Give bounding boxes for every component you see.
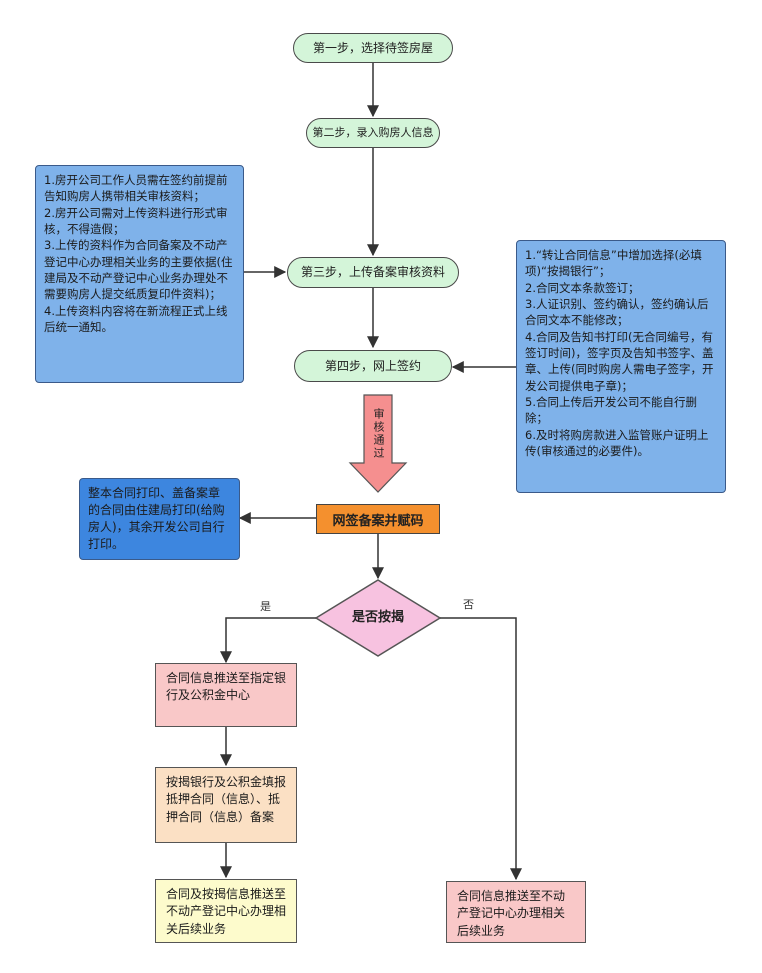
step2-node: 第二步，录入购房人信息	[306, 118, 440, 148]
decision-text: 是否按揭	[351, 610, 404, 626]
yes-label: 是	[260, 600, 271, 613]
review-big-arrow	[348, 394, 408, 493]
filing-box: 网签备案并赋码	[316, 504, 440, 534]
step1-label: 第一步，选择待签房屋	[312, 40, 433, 55]
step1-node: 第一步，选择待签房屋	[293, 33, 453, 63]
yes-final-box: 合同及按揭信息推送至不动产登记中心办理相关后续业务	[155, 879, 297, 943]
step4-label: 第四步，网上签约	[324, 358, 421, 373]
right-note: 1.“转让合同信息”中增加选择(必填项)“按揭银行”； 2.合同文本条款签订； …	[516, 240, 726, 493]
arrow-decision-yes	[220, 617, 316, 664]
print-note: 整本合同打印、盖备案章的合同由住建局打印(给购房人)，其余开发公司自行打印。	[79, 478, 240, 560]
review-arrow-label: 审核通过	[372, 408, 385, 460]
push-bank-box: 合同信息推送至指定银行及公积金中心	[155, 663, 297, 727]
arrow-decision-no	[440, 617, 522, 881]
step4-node: 第四步，网上签约	[294, 350, 452, 382]
no-label: 否	[463, 598, 474, 611]
no-final-box: 合同信息推送至不动产登记中心办理相关后续业务	[446, 881, 586, 943]
decision-diamond	[314, 579, 442, 657]
step3-label: 第三步，上传备案审核资料	[300, 265, 445, 280]
decision-label: 是否按揭	[330, 606, 426, 630]
step2-label: 第二步，录入购房人信息	[312, 125, 434, 139]
left-note: 1.房开公司工作人员需在签约前提前告知购房人携带相关审核资料； 2.房开公司需对…	[35, 165, 244, 383]
bank-filing-box: 按揭银行及公积金填报抵押合同（信息）、抵押合同（信息）备案	[155, 767, 297, 843]
step3-node: 第三步，上传备案审核资料	[287, 257, 459, 288]
filing-label: 网签备案并赋码	[332, 513, 424, 529]
